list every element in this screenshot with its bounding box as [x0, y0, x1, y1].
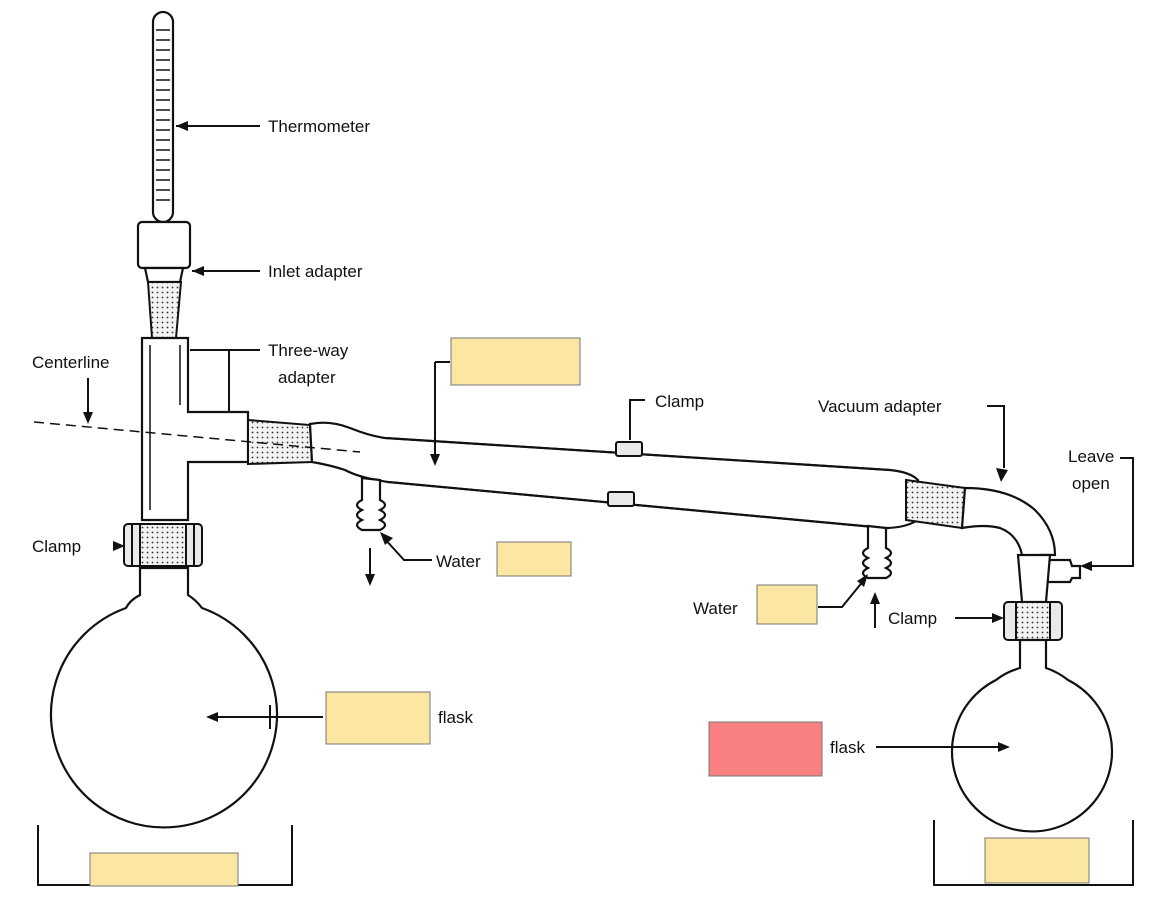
label-three-way-line2: adapter [278, 368, 336, 387]
label-flask-left: flask [438, 708, 473, 727]
label-vacuum-adapter: Vacuum adapter [818, 397, 942, 416]
label-flask-right: flask [830, 738, 865, 757]
flask-left [49, 566, 279, 829]
condenser [247, 418, 920, 580]
label-three-way-line1: Three-way [268, 341, 349, 360]
blank-box-flask-left[interactable] [325, 691, 431, 745]
label-thermometer: Thermometer [268, 117, 370, 136]
receiver-bath-right [933, 820, 1134, 886]
inlet-adapter [136, 220, 192, 339]
flask-right [950, 638, 1114, 833]
clamp-right [1003, 601, 1063, 641]
label-inlet-adapter: Inlet adapter [268, 262, 363, 281]
three-way-adapter [140, 336, 250, 522]
label-water-in: Water [693, 599, 738, 618]
label-centerline: Centerline [32, 353, 110, 372]
leader-lines [33, 121, 1134, 752]
blank-box-water-out[interactable] [496, 541, 572, 577]
blank-box-flask-right-highlighted[interactable] [708, 721, 823, 777]
label-clamp-top: Clamp [655, 392, 704, 411]
label-leave-open-line1: Leave [1068, 447, 1114, 466]
label-clamp-left: Clamp [32, 537, 81, 556]
label-clamp-right: Clamp [888, 609, 937, 628]
label-leave-open-line2: open [1072, 474, 1110, 493]
blank-box-heat-right[interactable] [984, 837, 1090, 884]
blank-box-condenser[interactable] [450, 337, 581, 386]
label-water-out: Water [436, 552, 481, 571]
blank-box-heat-left[interactable] [89, 852, 239, 887]
vacuum-adapter [905, 478, 1082, 604]
clamp-left [123, 523, 203, 567]
blank-box-water-in[interactable] [756, 584, 818, 625]
